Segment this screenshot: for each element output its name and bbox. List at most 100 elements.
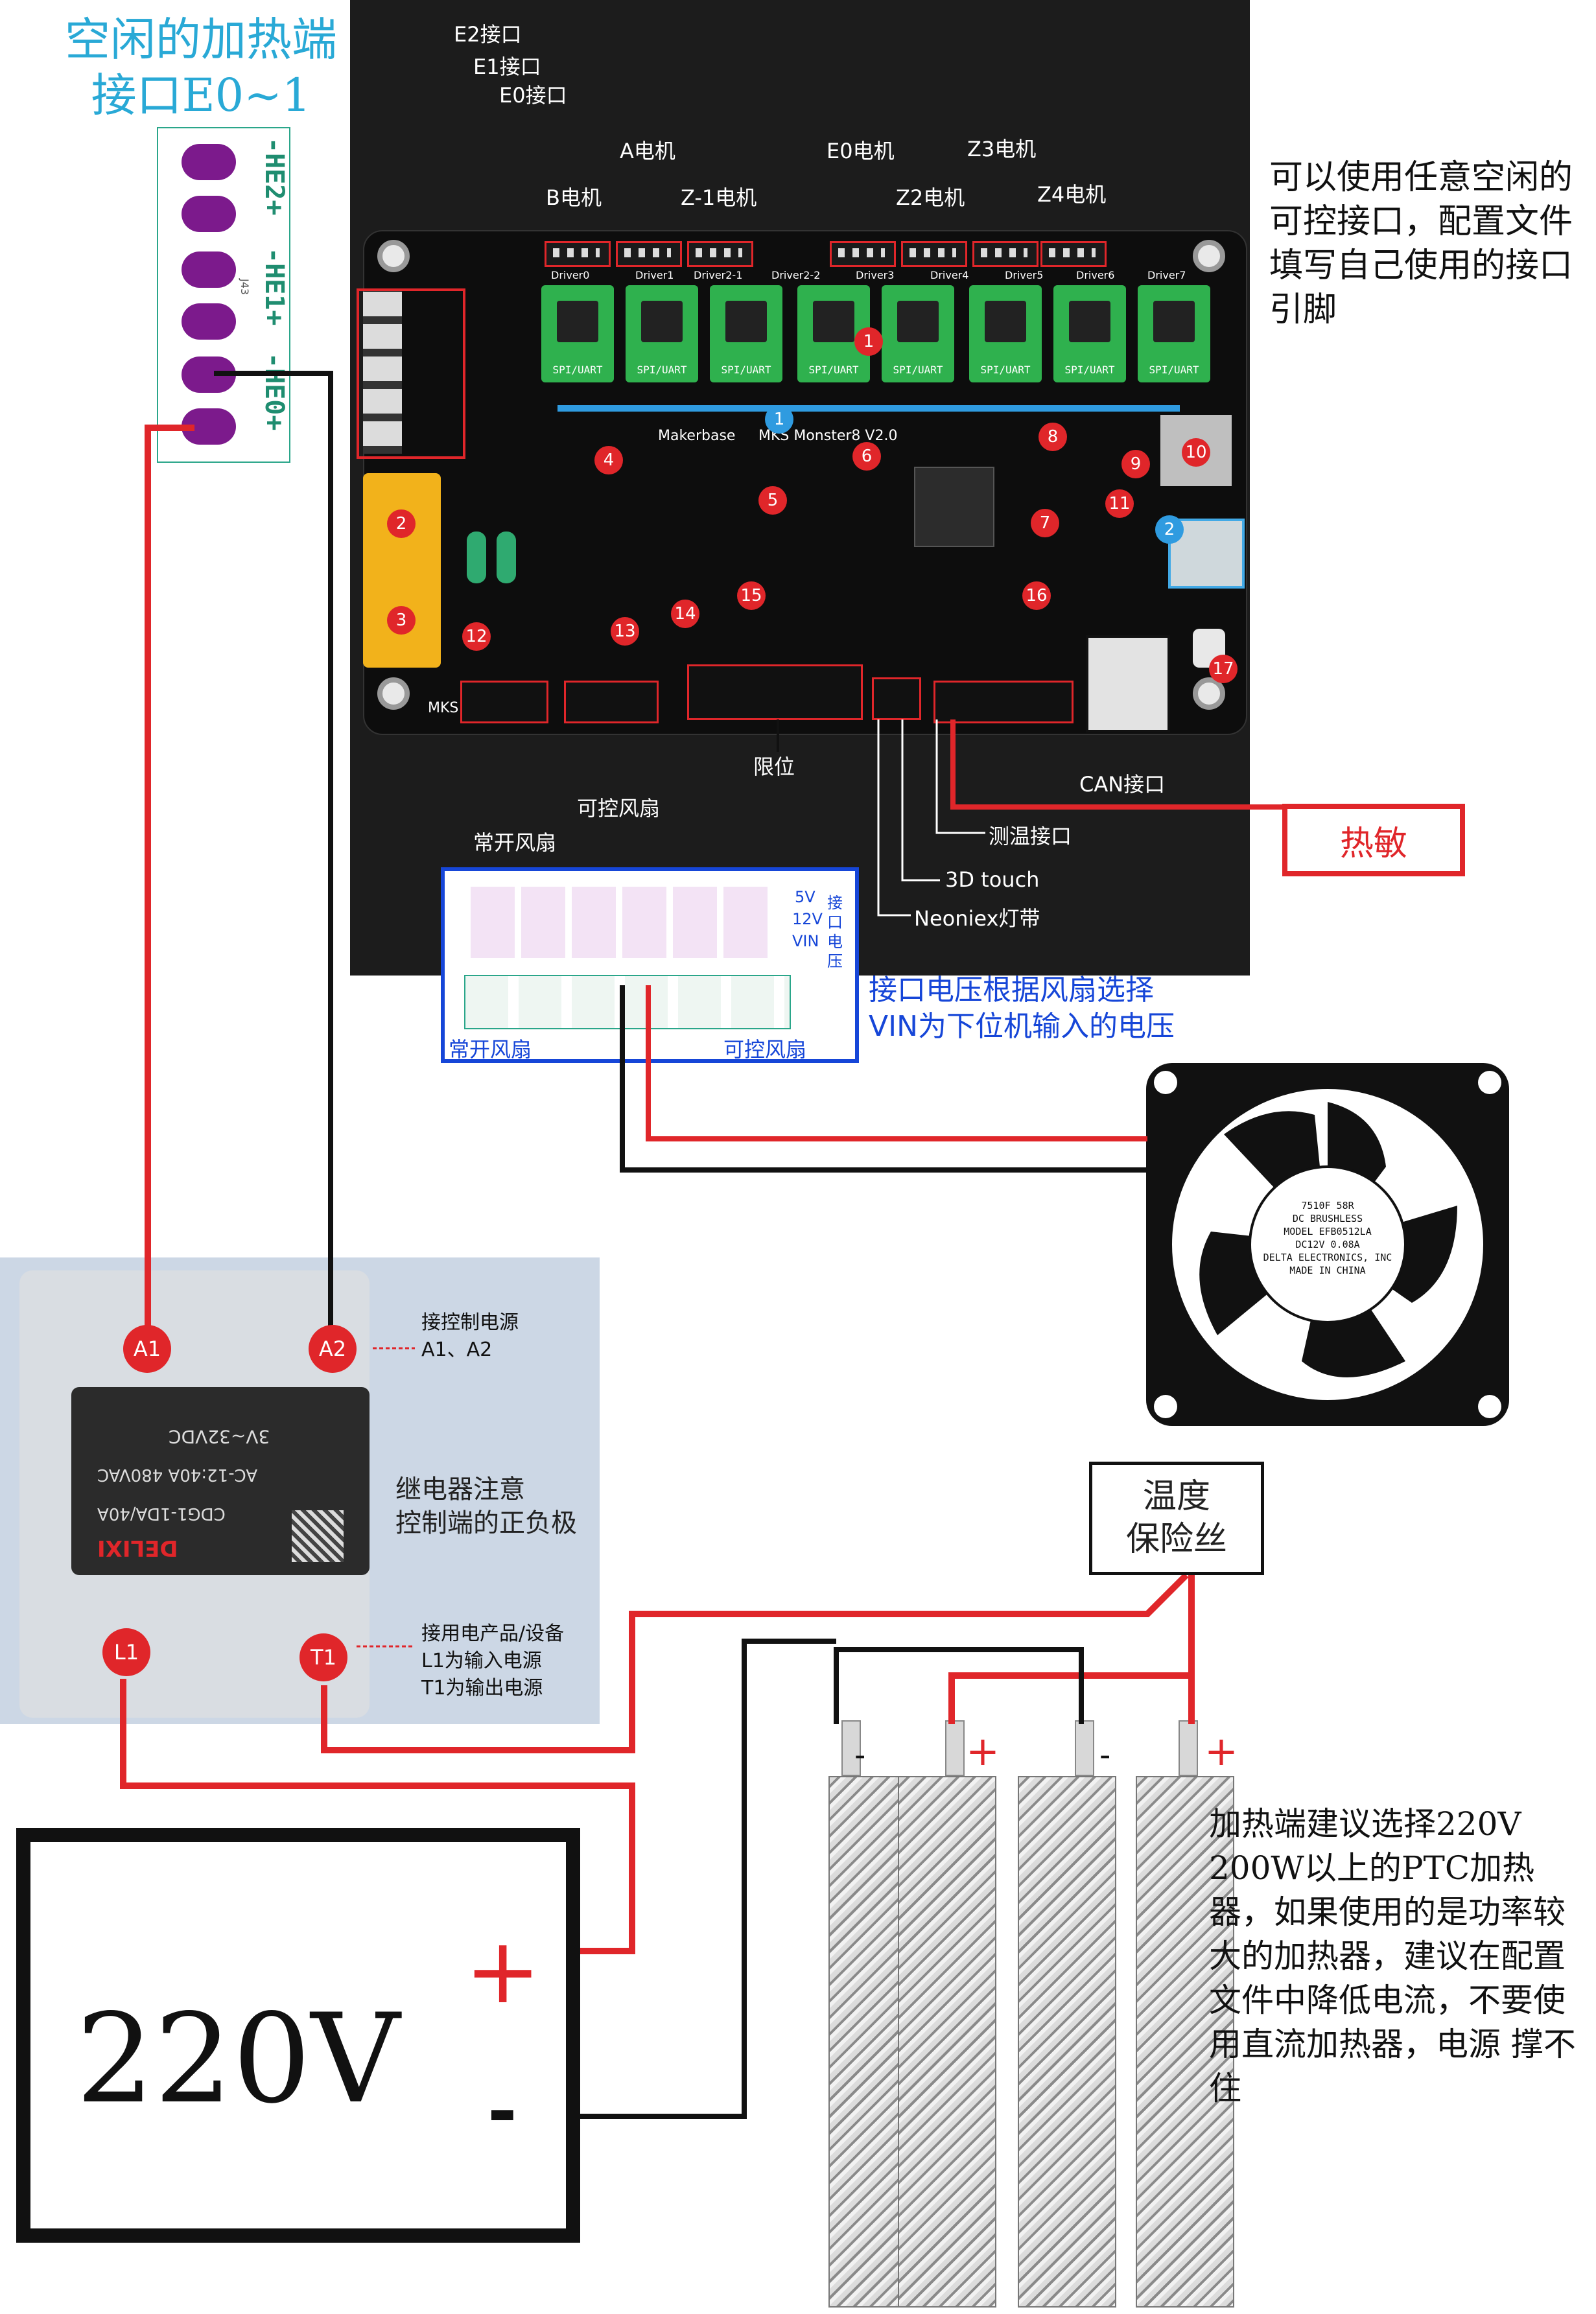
mount-hole-tr (1193, 240, 1225, 272)
relay-face: 3V~32VDC AC-12:40A 480VAC CDG1-1DA/40A D… (71, 1387, 370, 1575)
label-can: CAN接口 (1079, 772, 1166, 797)
badge-4: 4 (594, 446, 623, 474)
fan-line5: MADE IN CHINA (1289, 1265, 1366, 1276)
label-z3-motor: Z3电机 (967, 137, 1037, 161)
driver-silk-4: Driver3 (856, 269, 895, 281)
pin-label-he1: -HE1+ (259, 248, 289, 326)
thermistor-box: 热敏 (1282, 804, 1465, 876)
power-supply-box: 220V + - (16, 1828, 580, 2243)
badge-16: 16 (1022, 581, 1051, 610)
relay-note-load-2: L1为输入电源 (421, 1650, 542, 1672)
driver-silk-6: Driver5 (1005, 269, 1044, 281)
badge-2-red: 2 (387, 509, 416, 538)
board-brand: Makerbase (658, 428, 736, 444)
fan-left-label: 常开风扇 (449, 1037, 532, 1062)
relay-note-polarity-2: 控制端的正负极 (395, 1508, 577, 1538)
driver-module-0: SPI/UART (541, 285, 614, 382)
psu-minus: - (487, 2070, 517, 2153)
badge-17: 17 (1209, 655, 1238, 683)
fuse-line1: 温度 (1142, 1477, 1210, 1516)
badge-11: 11 (1105, 489, 1134, 518)
label-a-motor: A电机 (620, 139, 675, 163)
fan-label: 7510F 58R DC BRUSHLESS MODEL EFB0512LA D… (1260, 1199, 1396, 1277)
voltage-12v: 12V (792, 910, 823, 928)
terminal-a2: A2 (309, 1325, 357, 1373)
label-limit: 限位 (753, 754, 795, 779)
relay-note-control-1: 接控制电源 (421, 1311, 519, 1334)
pad-he0-minus (182, 356, 236, 393)
badge-9: 9 (1121, 450, 1150, 478)
heater-output-highlight (357, 288, 465, 459)
label-e1: E1接口 (473, 54, 541, 79)
ptc-heater-3 (1018, 1776, 1116, 2308)
wire-psu-minus (580, 1639, 836, 2119)
pad-he0-plus (182, 408, 236, 445)
fan-line3: DC12V 0.08A (1295, 1239, 1360, 1250)
relay-note-control: 接控制电源 A1、A2 (421, 1309, 519, 1364)
motor-header-a (616, 241, 682, 267)
ptc-tab-3 (1075, 1720, 1094, 1776)
label-neopixel: Neoniex灯带 (914, 906, 1040, 931)
fan-line4: DELTA ELECTRONICS, INC (1263, 1252, 1392, 1263)
label-z2-motor: Z2电机 (896, 185, 965, 210)
driver-silk-0: Driver0 (551, 269, 590, 281)
right-note: 可以使用任意空闲的可控接口，配置文件填写自己使用的接口引脚 (1269, 158, 1573, 329)
mount-hole-bl (377, 677, 410, 710)
ptc-tab-4 (1179, 1720, 1198, 1776)
badge-10: 10 (1182, 438, 1210, 467)
fan-blades (1154, 1071, 1501, 1418)
ptc-sign-1: - (854, 1737, 866, 1773)
silk-j43: J43 (239, 279, 251, 296)
screw-terminal-block (363, 292, 402, 454)
label-z4-motor: Z4电机 (1037, 182, 1107, 207)
pad-he2-plus (182, 196, 236, 232)
driver-module-4: SPI/UART (882, 285, 954, 382)
motherboard-photo: MKS Makerbase MKS Monster8 V2.0 SPI/UART… (350, 0, 1250, 976)
fuse-line2: 保险丝 (1125, 1520, 1227, 1559)
relay-brand: DELIXI (97, 1535, 178, 1561)
driver-module-5: SPI/UART (969, 285, 1042, 382)
badge-2: 2 (1155, 515, 1184, 544)
pin-label-he0: -HE0+ (259, 353, 289, 431)
motor-header-z3 (972, 241, 1039, 267)
temp-header (933, 681, 1074, 723)
driver-silk-1: Driver1 (635, 269, 674, 281)
terminal-t1: T1 (299, 1633, 347, 1681)
label-always-fan: 常开风扇 (473, 830, 557, 855)
driver-module-6: SPI/UART (1053, 285, 1126, 382)
label-b-motor: B电机 (546, 185, 602, 210)
motor-header-z4 (1040, 241, 1107, 267)
label-e2: E2接口 (454, 22, 522, 47)
voltage-vin: VIN (792, 932, 819, 950)
fan-pin-grid (471, 887, 772, 958)
fan-voltage-note-line1: 接口电压根据风扇选择 (869, 974, 1154, 1007)
motor-header-z1 (687, 241, 753, 267)
heater-connector-title-line2: 接口E0~1 (91, 69, 311, 122)
badge-6: 6 (852, 442, 881, 471)
heater-connector-title-line1: 空闲的加热端 (65, 13, 337, 66)
relay-note-load-3: T1为输出电源 (421, 1677, 543, 1700)
ptc-sign-2: + (966, 1727, 1000, 1775)
label-temp: 测温接口 (989, 824, 1072, 848)
badge-15: 15 (737, 581, 766, 610)
heater-note: 加热端建议选择220V 200W以上的PTC加热器，如果使用的是功率较大的加热器… (1209, 1805, 1576, 2107)
driver-module-2: SPI/UART (710, 285, 782, 382)
fan-connector-inset: 5V 12V VIN 接口电压 常开风扇 可控风扇 (441, 867, 859, 1063)
heater-connector-title: 空闲的加热端 接口E0~1 (39, 12, 363, 123)
driver-silk-5: Driver4 (930, 269, 969, 281)
capacitor-2 (497, 532, 516, 583)
fan-badge-code: 7510F 58R (1301, 1200, 1354, 1211)
psu-plus: + (465, 1919, 541, 2024)
driver-silk-8: Driver7 (1147, 269, 1186, 281)
driver-module-1: SPI/UART (626, 285, 698, 382)
psu-label: 220V (76, 1987, 400, 2131)
relay-note-load: 接用电产品/设备 L1为输入电源 T1为输出电源 (421, 1620, 564, 1702)
fan-voltage-note-line2: VIN为下位机输入的电压 (869, 1010, 1175, 1043)
label-z1-motor: Z-1电机 (681, 185, 757, 210)
relay-qr (292, 1510, 344, 1562)
pin-label-he2: -HE2+ (259, 137, 289, 216)
voltage-side-label: 接口电压 (827, 894, 843, 970)
wire-he0-plus-red (145, 425, 194, 1348)
fan-voltage-note: 接口电压根据风扇选择 VIN为下位机输入的电压 (869, 972, 1175, 1045)
probe-header (872, 677, 921, 720)
